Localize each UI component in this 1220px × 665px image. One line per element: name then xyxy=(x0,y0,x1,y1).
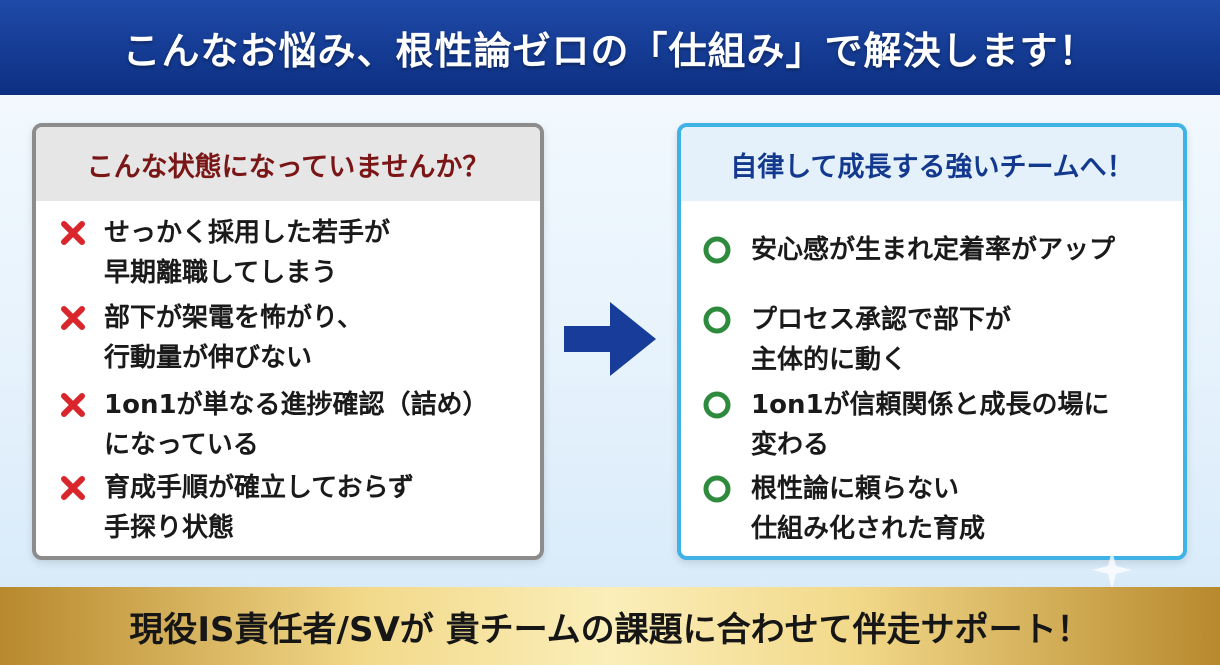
solution-text: 根性論に頼らない 仕組み化された育成 xyxy=(751,474,986,544)
circle-icon xyxy=(703,385,731,425)
cross-icon xyxy=(60,385,86,425)
cross-icon xyxy=(60,468,86,508)
solution-text: 1on1が信頼関係と成長の場に 変わる xyxy=(751,390,1110,460)
problem-text: せっかく採用した若手が 早期離職してしまう xyxy=(104,218,391,288)
circle-icon xyxy=(703,300,731,340)
circle-icon xyxy=(703,230,731,270)
arrow-right-icon xyxy=(564,302,656,376)
problems-panel: こんな状態になっていませんか？ せっかく採用した若手が 早期離職してしまう 部下… xyxy=(32,123,544,560)
solution-item: 1on1が信頼関係と成長の場に 変わる xyxy=(681,385,1183,465)
circle-icon xyxy=(703,469,731,509)
problem-item: 1on1が単なる進捗確認（詰め） になっている xyxy=(36,385,540,465)
problem-item: 育成手順が確立しておらず 手探り状態 xyxy=(36,468,540,548)
solutions-heading: 自律して成長する強いチームへ！ xyxy=(681,127,1183,201)
problem-item: 部下が架電を怖がり、 行動量が伸びない xyxy=(36,298,540,378)
cross-icon xyxy=(60,213,86,253)
problem-item: せっかく採用した若手が 早期離職してしまう xyxy=(36,213,540,293)
sparkle-icon xyxy=(1090,548,1134,592)
page-title: こんなお悩み、根性論ゼロの「仕組み」で解決します！ xyxy=(122,29,1098,73)
solutions-panel: 自律して成長する強いチームへ！ 安心感が生まれ定着率がアップ プロセス承認で部下… xyxy=(677,123,1187,560)
solution-item: 根性論に頼らない 仕組み化された育成 xyxy=(681,469,1183,549)
cross-icon xyxy=(60,298,86,338)
problem-text: 1on1が単なる進捗確認（詰め） になっている xyxy=(104,390,489,460)
solution-text: 安心感が生まれ定着率がアップ xyxy=(751,235,1116,265)
solution-item: プロセス承認で部下が 主体的に動く xyxy=(681,300,1183,380)
footer-message: 現役IS責任者/SVが 貴チームの課題に合わせて伴走サポート！ xyxy=(129,609,1091,650)
footer-banner: 現役IS責任者/SVが 貴チームの課題に合わせて伴走サポート！ xyxy=(0,587,1220,665)
header-banner: こんなお悩み、根性論ゼロの「仕組み」で解決します！ xyxy=(0,0,1220,95)
solution-item: 安心感が生まれ定着率がアップ xyxy=(681,230,1183,270)
problem-text: 育成手順が確立しておらず 手探り状態 xyxy=(104,473,414,543)
problem-text: 部下が架電を怖がり、 行動量が伸びない xyxy=(104,303,363,373)
problems-heading: こんな状態になっていませんか？ xyxy=(36,127,540,201)
solution-text: プロセス承認で部下が 主体的に動く xyxy=(751,305,1012,375)
